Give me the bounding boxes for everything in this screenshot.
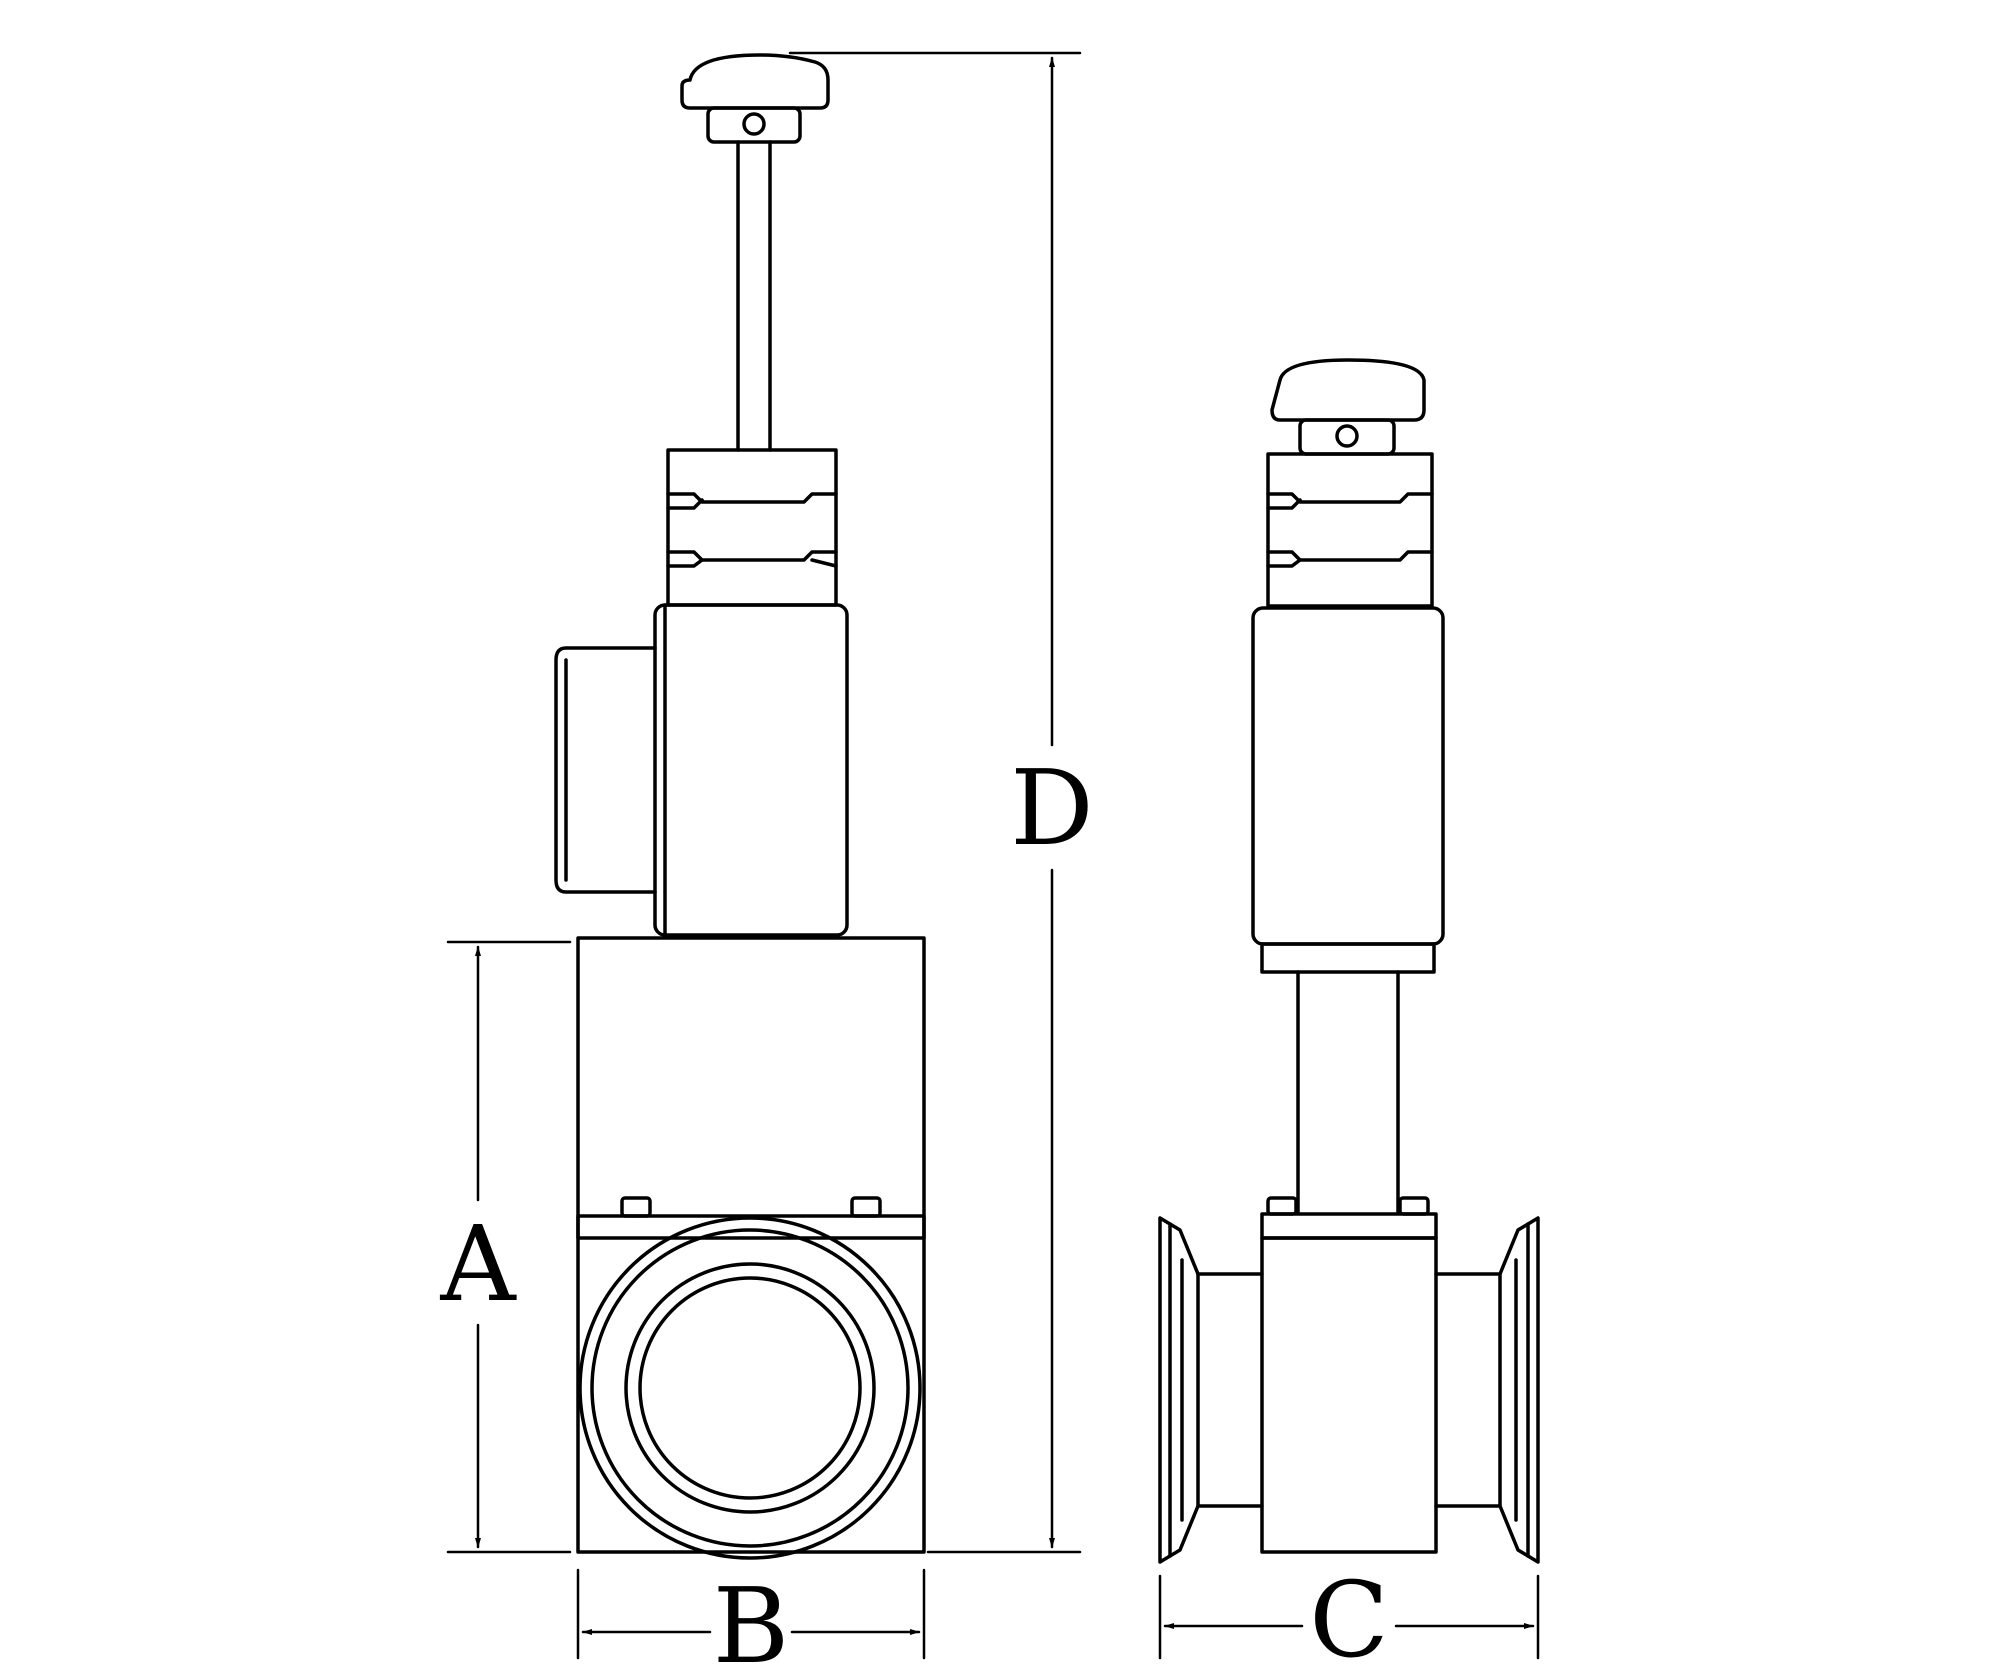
front-actuator xyxy=(554,603,849,937)
side-knob xyxy=(1270,358,1426,456)
front-stem xyxy=(736,140,772,452)
side-body xyxy=(1158,1196,1540,1564)
dimension-a: A xyxy=(439,940,572,1554)
side-actuator xyxy=(1251,606,1445,1214)
dimension-c: C xyxy=(1158,1559,1540,1672)
side-bonnet xyxy=(1266,452,1434,608)
dimension-label-d: D xyxy=(1010,747,1093,869)
dimension-d: D xyxy=(788,51,1094,1554)
dimension-label-b: B xyxy=(713,1565,789,1672)
dimension-b: B xyxy=(576,1565,926,1672)
side-view xyxy=(1158,358,1540,1564)
dimension-label-c: C xyxy=(1309,1559,1389,1672)
front-knob xyxy=(680,53,830,144)
front-body xyxy=(576,936,926,1560)
dimension-label-a: A xyxy=(439,1203,517,1325)
front-view xyxy=(554,53,926,1560)
front-bonnet xyxy=(666,448,838,607)
